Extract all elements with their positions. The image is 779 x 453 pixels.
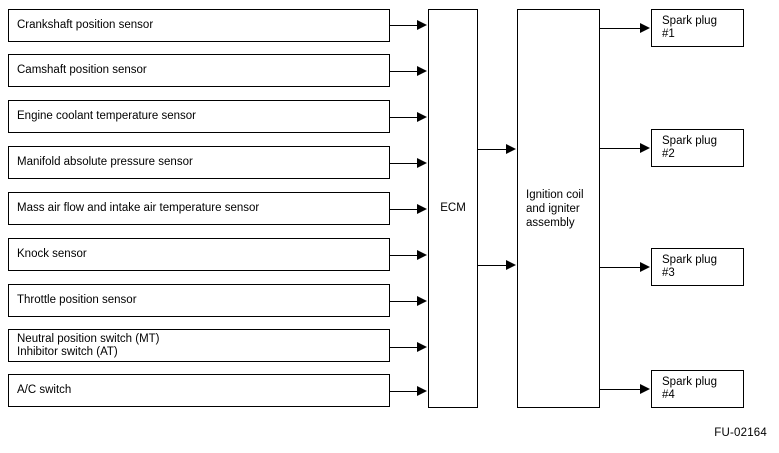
sensor-box-manifold-absolute-pressure-sensor: Manifold absolute pressure sensor <box>8 146 390 179</box>
spark-plug-box-4: Spark plug #4 <box>651 370 744 408</box>
spark-plug-box-2: Spark plug #2 <box>651 129 744 167</box>
arrowhead-sensor-2-to-ecm <box>417 66 427 76</box>
ecm-label: ECM <box>440 201 466 214</box>
sensor-box-camshaft-position-sensor: Camshaft position sensor <box>8 54 390 87</box>
spark-plug-number: #1 <box>662 28 675 40</box>
sensor-label: Crankshaft position sensor <box>17 18 154 31</box>
connector-ecm-to-ignition-2 <box>478 265 507 266</box>
spark-plug-label-line-1: Spark plug <box>662 14 717 27</box>
spark-plug-label-line-1: Spark plug <box>662 253 717 266</box>
sensor-label: Mass air flow and intake air temperature… <box>17 201 260 214</box>
ignition-label-line-3: assembly <box>526 216 575 229</box>
sensor-box-throttle-position-sensor: Throttle position sensor <box>8 284 390 317</box>
connector-sensor-2-to-ecm <box>390 71 418 72</box>
arrowhead-sensor-9-to-ecm <box>417 386 427 396</box>
arrowhead-ecm-to-ignition-2 <box>506 260 516 270</box>
sensor-box-ac-switch: A/C switch <box>8 374 390 407</box>
arrowhead-sensor-5-to-ecm <box>417 204 427 214</box>
sensor-label: Knock sensor <box>17 247 87 260</box>
connector-sensor-7-to-ecm <box>390 301 418 302</box>
spark-plug-number: #3 <box>662 267 675 279</box>
arrowhead-ignition-to-spark-plug-3 <box>640 262 650 272</box>
ignition-coil-and-igniter-assembly-block: Ignition coil and igniter assembly <box>517 9 600 408</box>
sensor-label-line-2: Inhibitor switch (AT) <box>17 345 118 358</box>
connector-ecm-to-ignition-1 <box>478 149 507 150</box>
sensor-label: Engine coolant temperature sensor <box>17 109 196 122</box>
arrowhead-sensor-8-to-ecm <box>417 342 427 352</box>
arrowhead-ignition-to-spark-plug-2 <box>640 143 650 153</box>
arrowhead-sensor-4-to-ecm <box>417 158 427 168</box>
arrowhead-sensor-6-to-ecm <box>417 250 427 260</box>
connector-ignition-to-spark-plug-4 <box>600 389 641 390</box>
sensor-label: A/C switch <box>17 383 72 396</box>
sensor-label: Manifold absolute pressure sensor <box>17 155 193 168</box>
sensor-box-engine-coolant-temperature-sensor: Engine coolant temperature sensor <box>8 100 390 133</box>
sensor-box-neutral-position-inhibitor-switch: Neutral position switch (MT) Inhibitor s… <box>8 329 390 362</box>
sensor-box-mass-air-flow-and-intake-air-temperature-sensor: Mass air flow and intake air temperature… <box>8 192 390 225</box>
sensor-box-knock-sensor: Knock sensor <box>8 238 390 271</box>
spark-plug-number: #4 <box>662 389 675 401</box>
arrowhead-sensor-7-to-ecm <box>417 296 427 306</box>
spark-plug-box-1: Spark plug #1 <box>651 9 744 47</box>
sensor-box-crankshaft-position-sensor: Crankshaft position sensor <box>8 9 390 42</box>
spark-plug-label-line-1: Spark plug <box>662 134 717 147</box>
connector-sensor-1-to-ecm <box>390 25 418 26</box>
connector-sensor-3-to-ecm <box>390 117 418 118</box>
sensor-label: Throttle position sensor <box>17 293 137 306</box>
connector-ignition-to-spark-plug-3 <box>600 267 641 268</box>
spark-plug-label-line-1: Spark plug <box>662 375 717 388</box>
connector-sensor-5-to-ecm <box>390 209 418 210</box>
ignition-label-line-1: Ignition coil <box>526 188 584 201</box>
sensor-label-line-1: Neutral position switch (MT) <box>17 332 160 345</box>
sensor-label: Camshaft position sensor <box>17 63 147 76</box>
connector-sensor-8-to-ecm <box>390 347 418 348</box>
arrowhead-ecm-to-ignition-1 <box>506 144 516 154</box>
arrowhead-ignition-to-spark-plug-4 <box>640 384 650 394</box>
ecm-block: ECM <box>428 9 478 408</box>
spark-plug-number: #2 <box>662 148 675 160</box>
connector-sensor-6-to-ecm <box>390 255 418 256</box>
figure-reference-number: FU-02164 <box>714 427 767 439</box>
connector-sensor-9-to-ecm <box>390 391 418 392</box>
connector-ignition-to-spark-plug-1 <box>600 28 641 29</box>
connector-sensor-4-to-ecm <box>390 163 418 164</box>
spark-plug-box-3: Spark plug #3 <box>651 248 744 286</box>
arrowhead-ignition-to-spark-plug-1 <box>640 23 650 33</box>
arrowhead-sensor-1-to-ecm <box>417 20 427 30</box>
connector-ignition-to-spark-plug-2 <box>600 148 641 149</box>
arrowhead-sensor-3-to-ecm <box>417 112 427 122</box>
ignition-label-line-2: and igniter <box>526 202 580 215</box>
